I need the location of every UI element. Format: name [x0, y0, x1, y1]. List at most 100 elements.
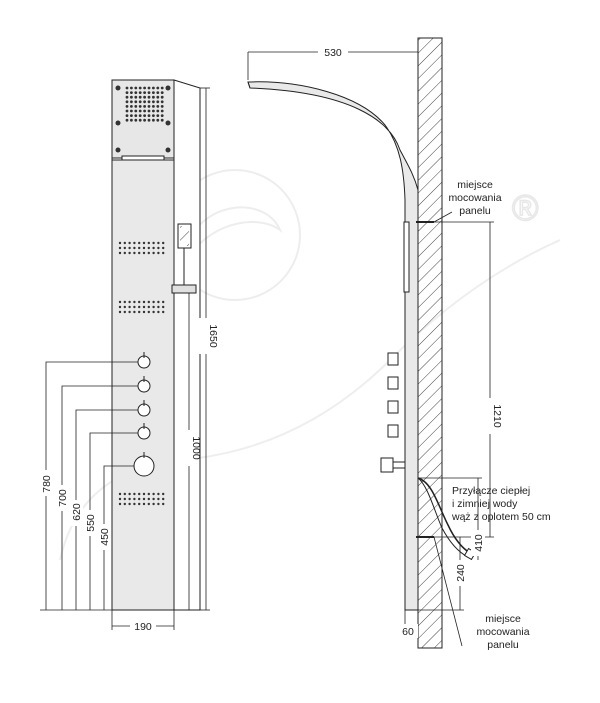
- dim-410: 410: [473, 534, 485, 552]
- nozzle-dot: [138, 109, 142, 113]
- nozzle-dot: [118, 246, 122, 250]
- nozzle-dot: [138, 105, 142, 108]
- nozzle-dot: [125, 95, 129, 99]
- nozzle-dot: [133, 241, 136, 245]
- nozzle-dot: [123, 492, 127, 496]
- nozzle-dot: [138, 114, 142, 117]
- nozzle-dot: [152, 502, 155, 506]
- nozzle-dot: [128, 305, 131, 309]
- nozzle-dot: [142, 251, 146, 255]
- nozzle-dot: [143, 109, 147, 113]
- nozzle-dot: [125, 91, 129, 94]
- nozzle-dot: [156, 109, 160, 113]
- nozzle-dot: [133, 502, 136, 506]
- nozzle-dot: [143, 105, 147, 108]
- nozzle-dot: [130, 105, 133, 108]
- nozzle-dot: [162, 246, 165, 250]
- nozzle-dot: [156, 100, 160, 104]
- nozzle-dot: [147, 300, 150, 304]
- nozzle-dot: [160, 105, 164, 108]
- knobs-side: [380, 352, 406, 473]
- nozzle-dot: [133, 300, 136, 304]
- nozzle-dot: [123, 246, 127, 250]
- nozzle-dot: [147, 492, 150, 496]
- nozzle-dot: [134, 114, 138, 117]
- nozzle-dot: [118, 300, 122, 304]
- panel-side-profile: [247, 81, 419, 611]
- nozzle-dot: [143, 100, 147, 104]
- massage-jets-middle: [118, 300, 165, 314]
- nozzle-dot: [142, 502, 146, 506]
- nozzle-dot: [152, 492, 155, 496]
- note-connection-line3: wąż z oplotem 50 cm: [451, 511, 551, 523]
- nozzle-dot: [152, 246, 155, 250]
- nozzle-dot: [133, 497, 136, 501]
- dim-620: 620: [71, 503, 83, 521]
- nozzle-dot: [147, 305, 150, 309]
- nozzle-dot: [142, 300, 146, 304]
- dim-1650: 1650: [207, 324, 219, 348]
- nozzle-dot: [128, 251, 131, 255]
- nozzle-dot: [133, 305, 136, 309]
- dim-60: 60: [402, 626, 414, 638]
- nozzle-dot: [152, 100, 155, 104]
- front-view: [111, 79, 201, 611]
- note-mount-top-line2: mocowania: [448, 192, 501, 204]
- nozzle-dot: [123, 310, 127, 314]
- nozzle-dot: [123, 497, 127, 501]
- dim-1210: 1210: [491, 404, 503, 428]
- nozzle-dot: [152, 91, 155, 94]
- nozzle-dot: [156, 105, 160, 108]
- nozzle-dot: [138, 241, 141, 245]
- rain-shower-head: [111, 79, 175, 159]
- nozzle-dot: [128, 246, 131, 250]
- nozzle-dot: [118, 502, 122, 506]
- nozzle-dot: [138, 91, 142, 94]
- nozzle-dot: [152, 95, 155, 99]
- nozzle-dot: [134, 100, 138, 104]
- nozzle-dot: [143, 118, 147, 122]
- nozzle-dot: [118, 492, 122, 496]
- nozzle-dot: [138, 502, 141, 506]
- nozzle-dot: [162, 310, 165, 314]
- shower-head-nozzles: [125, 86, 164, 122]
- note-mount-top: miejsce mocowania panelu: [448, 179, 501, 217]
- nozzle-dot: [160, 91, 164, 94]
- nozzle-dot: [157, 300, 160, 304]
- dim-1000: 1000: [190, 436, 202, 460]
- nozzle-dot: [156, 86, 160, 90]
- note-mount-top-line1: miejsce: [457, 179, 493, 191]
- nozzle-dot: [143, 91, 147, 94]
- nozzle-dot: [157, 241, 160, 245]
- nozzle-dot: [118, 241, 122, 245]
- knob-450-thermostat: [133, 455, 155, 477]
- nozzle-dot: [142, 246, 146, 250]
- nozzle-dot: [143, 114, 147, 117]
- nozzle-dot: [130, 95, 133, 99]
- nozzle-dot: [147, 105, 151, 108]
- hand-shower-holder: [171, 284, 197, 294]
- nozzle-dot: [133, 492, 136, 496]
- nozzle-dot: [162, 251, 165, 255]
- nozzle-dot: [130, 114, 133, 117]
- note-mount-top-line3: panelu: [459, 205, 491, 217]
- nozzle-dot: [138, 86, 142, 90]
- nozzle-dot: [162, 492, 165, 496]
- nozzle-dot: [138, 492, 141, 496]
- nozzle-dot: [128, 241, 131, 245]
- note-mount-bottom-line2: mocowania: [476, 626, 529, 638]
- nozzle-dot: [138, 300, 141, 304]
- nozzle-dot: [118, 310, 122, 314]
- nozzle-dot: [142, 241, 146, 245]
- nozzle-dot: [147, 86, 151, 90]
- nozzle-dot: [123, 305, 127, 309]
- nozzle-dot: [147, 118, 151, 122]
- nozzle-dot: [118, 251, 122, 255]
- nozzle-dot: [160, 118, 164, 122]
- nozzle-dot: [125, 109, 129, 113]
- nozzle-dot: [152, 300, 155, 304]
- nozzle-dot: [123, 300, 127, 304]
- nozzle-dot: [142, 492, 146, 496]
- dim-780: 780: [41, 475, 53, 493]
- note-mount-bottom-line1: miejsce: [485, 613, 521, 625]
